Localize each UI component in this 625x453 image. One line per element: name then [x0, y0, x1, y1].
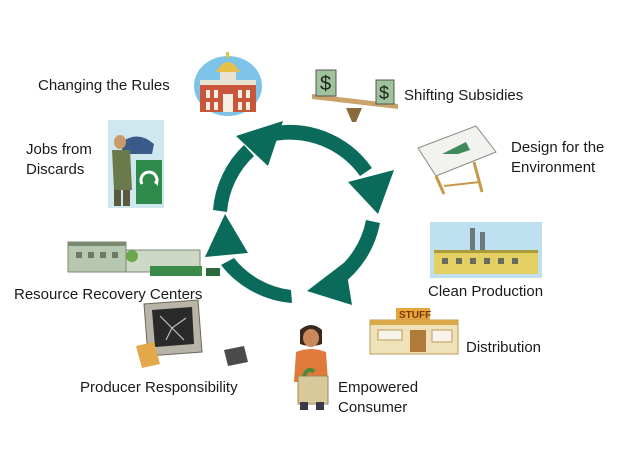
cycle-arrowhead-bottom	[205, 214, 248, 257]
shopper-icon	[284, 322, 338, 410]
stage-label-subsidies: Shifting Subsidies	[404, 87, 524, 104]
stage-label-rules: Changing the Rules	[38, 77, 170, 94]
broken-monitor-icon	[136, 296, 252, 372]
cycle-arrowhead-right	[307, 262, 352, 305]
dollar-balance-scale-icon: $ $	[306, 64, 402, 124]
recycling-center-icon	[66, 232, 222, 282]
drafting-table-icon	[414, 120, 498, 196]
capitol-building-icon	[192, 50, 264, 116]
recycling-worker-icon	[108, 120, 164, 208]
stage-label-jobs: Jobs from Discards	[26, 141, 92, 178]
cycle-arrow-bottom	[221, 258, 292, 303]
stage-label-recovery: Resource Recovery Centers	[14, 286, 203, 303]
cycle-arrowhead-top	[348, 170, 394, 214]
svg-text:$: $	[379, 83, 389, 103]
cycle-arrow-top	[265, 124, 372, 176]
stage-label-design: Design for the Environment	[511, 139, 605, 176]
stage-label-production: Clean Production	[428, 283, 544, 300]
cycle-arrowhead-left	[236, 121, 283, 166]
stage-label-producer: Producer Responsibility	[80, 379, 238, 396]
stage-label-distribution: Distribution	[466, 339, 542, 356]
stage-label-consumer: Empowered Consumer	[338, 379, 419, 416]
svg-text:$: $	[320, 73, 331, 95]
svg-text:STUFF: STUFF	[399, 310, 431, 321]
cycle-arrow-left	[213, 145, 254, 212]
store-icon: STUFF	[366, 306, 462, 356]
factory-icon	[430, 222, 542, 278]
